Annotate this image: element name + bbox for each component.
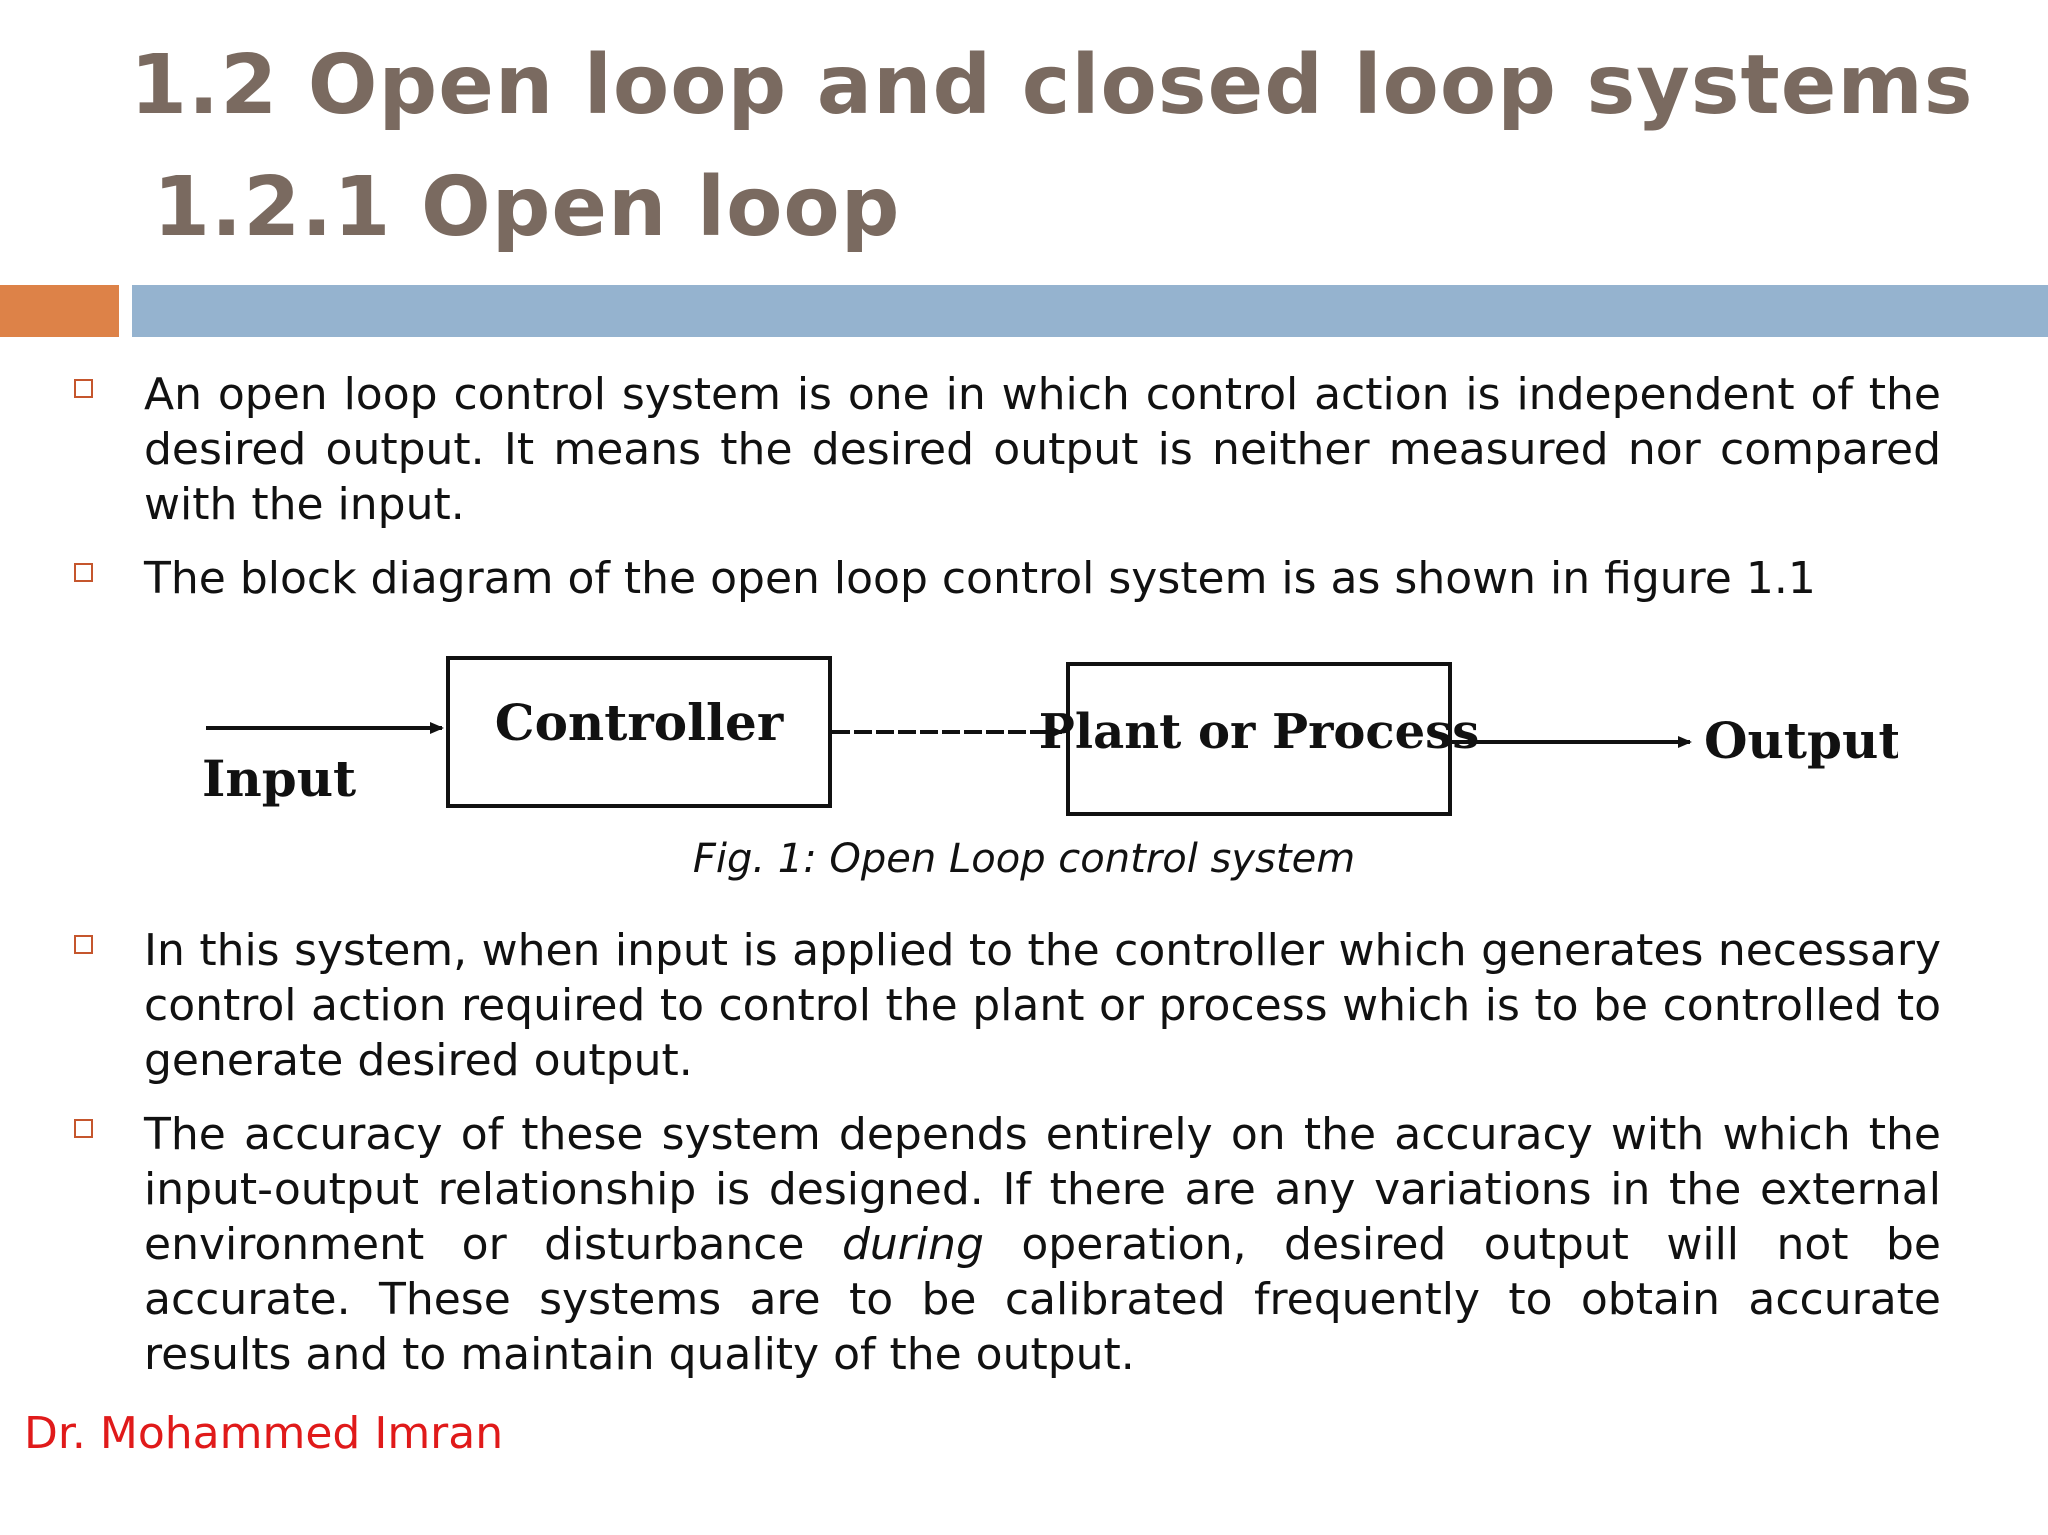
bullet-text-4-part-2: operation, desired output will not be ac… [144,1219,1941,1380]
title-accent-bar [0,285,119,337]
block-diagram: Input Controller Plant or Process Output [158,618,1898,850]
controller-block [446,656,832,808]
bullet-text-3: In this system, when input is applied to… [144,925,1941,1086]
title-divider-bar [132,285,2048,337]
bullet-square-icon [74,563,93,582]
bullet-text-4: The accuracy of these system depends ent… [144,1107,1941,1382]
bullet-text-1: An open loop control system is one in wh… [144,369,1941,530]
author-name: Dr. Mohammed Imran [24,1408,504,1459]
input-label: Input [202,749,356,808]
bullet-text-4-part-1: The accuracy of these system depends ent… [144,1109,1941,1270]
output-label: Output [1704,711,1898,770]
slide-title: 1.2 Open loop and closed loop systems [130,38,1974,133]
bullet-square-icon [74,1119,93,1138]
plant-block [1066,662,1452,816]
slide-subtitle: 1.2.1 Open loop [153,160,901,255]
bullet-text-4-italic: during [841,1219,984,1270]
bullet-text-2: The block diagram of the open loop contr… [144,553,1816,604]
plant-label: Plant or Process [1039,704,1479,760]
controller-label: Controller [495,693,784,752]
bullet-square-icon [74,935,93,954]
bullet-square-icon [74,379,93,398]
figure-caption: Fig. 1: Open Loop control system [692,836,1356,882]
block-diagram-svg: Input Controller Plant or Process Output [202,656,1898,816]
